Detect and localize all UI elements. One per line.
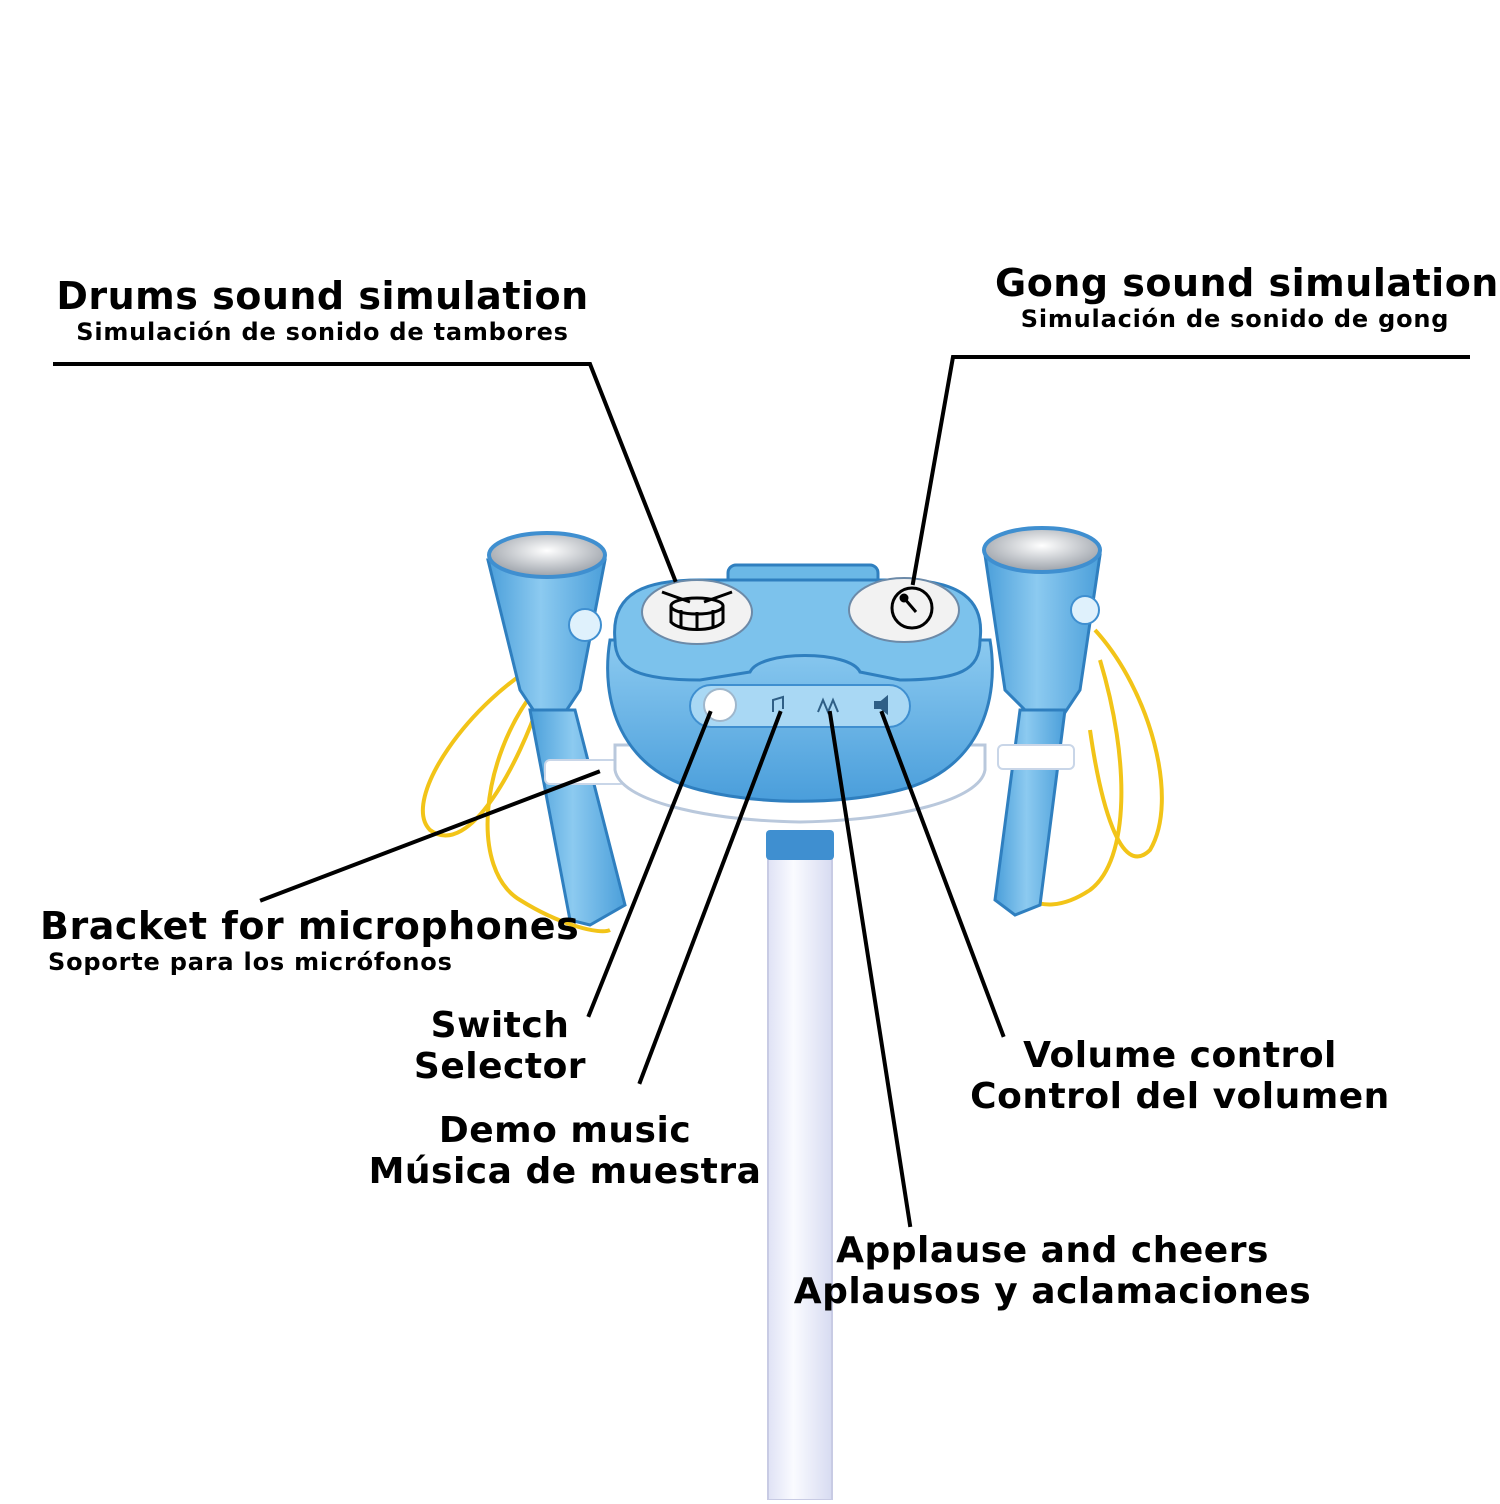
applause-label-es: Aplausos y aclamaciones [793, 1271, 1312, 1313]
right-bracket [997, 744, 1075, 770]
demo-label-es: Música de muestra [368, 1151, 762, 1193]
leader-lines [53, 355, 1470, 1228]
drums-label-en: Drums sound simulation [56, 274, 589, 318]
speaker-icon [874, 694, 888, 716]
left-microphone [486, 531, 627, 927]
button-strip [689, 684, 911, 728]
music-note-icon [772, 695, 784, 712]
left-bracket [544, 759, 626, 785]
volume-label-es: Control del volumen [970, 1076, 1390, 1118]
microphone-cables [421, 628, 1164, 934]
volume-leader-line [879, 710, 1006, 1038]
demo-leader-line [637, 710, 783, 1085]
bracket-label-en: Bracket for microphones [40, 904, 580, 948]
drums-label-es: Simulación de sonido de tambores [76, 317, 569, 346]
drums-leader-line [53, 362, 678, 583]
gong-label: Gong sound simulation Simulación de soni… [995, 261, 1499, 333]
bracket-leader-line [259, 769, 601, 903]
stand-pole [766, 830, 834, 1501]
applause-leader-line [827, 710, 913, 1228]
volume-label-en: Volume control [1023, 1035, 1337, 1076]
sticker-icon [1070, 595, 1100, 625]
gong-label-es: Simulación de sonido de gong [1020, 304, 1450, 333]
gong-leader-line [910, 355, 1470, 586]
switch-label: Switch Selector [410, 1005, 590, 1088]
bracket-label: Bracket for microphones Soporte para los… [40, 904, 580, 976]
switch-label-es: Selector [413, 1046, 587, 1088]
console-body [606, 563, 994, 824]
applause-label: Applause and cheers Aplausos y aclamacio… [790, 1230, 1315, 1313]
applause-label-en: Applause and cheers [836, 1230, 1269, 1271]
volume-label: Volume control Control del volumen [960, 1035, 1400, 1118]
gong-label-en: Gong sound simulation [995, 261, 1499, 305]
switch-leader-line [586, 710, 713, 1018]
demo-label: Demo music Música de muestra [365, 1110, 765, 1193]
drums-label: Drums sound simulation Simulación de son… [55, 274, 590, 346]
bracket-label-es: Soporte para los micrófonos [48, 947, 453, 976]
right-microphone [982, 526, 1102, 917]
demo-label-en: Demo music [438, 1110, 692, 1151]
switch-label-en: Switch [430, 1005, 570, 1046]
drum-icon [661, 590, 733, 631]
gong-icon [890, 586, 934, 630]
girl-sticker-icon [568, 608, 602, 642]
